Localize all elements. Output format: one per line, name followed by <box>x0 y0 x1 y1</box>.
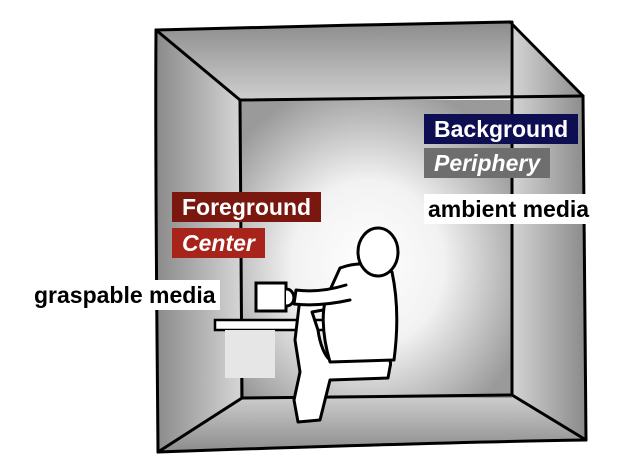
inner-top-edge <box>238 94 585 102</box>
ceiling-face <box>156 22 583 100</box>
person-torso <box>321 262 399 364</box>
desk-support <box>225 330 275 378</box>
cup-body <box>254 281 288 313</box>
ambient-media-label: ambient media <box>424 194 594 224</box>
seated-person <box>292 226 400 424</box>
outer-bottom-edge <box>156 438 588 454</box>
cup-handle <box>285 287 296 308</box>
bottom-left-diagonal <box>156 396 244 454</box>
bottom-right-diagonal <box>510 393 588 442</box>
person-head <box>356 226 400 278</box>
outer-right-edge <box>581 94 588 442</box>
floor-face <box>158 395 586 452</box>
periphery-label: Periphery <box>424 148 551 178</box>
top-left-diagonal <box>154 28 242 102</box>
graspable-object <box>254 281 296 313</box>
outer-left-edge <box>154 28 160 454</box>
outer-top-edge <box>154 20 512 32</box>
desk <box>213 318 332 378</box>
background-label: Background <box>424 114 579 144</box>
right-wall-face <box>510 22 586 440</box>
inner-bottom-edge <box>240 393 514 400</box>
top-right-edge <box>508 20 585 98</box>
foreground-label: Foreground <box>172 192 322 222</box>
center-label: Center <box>172 228 265 258</box>
graspable-media-label: graspable media <box>30 280 220 310</box>
